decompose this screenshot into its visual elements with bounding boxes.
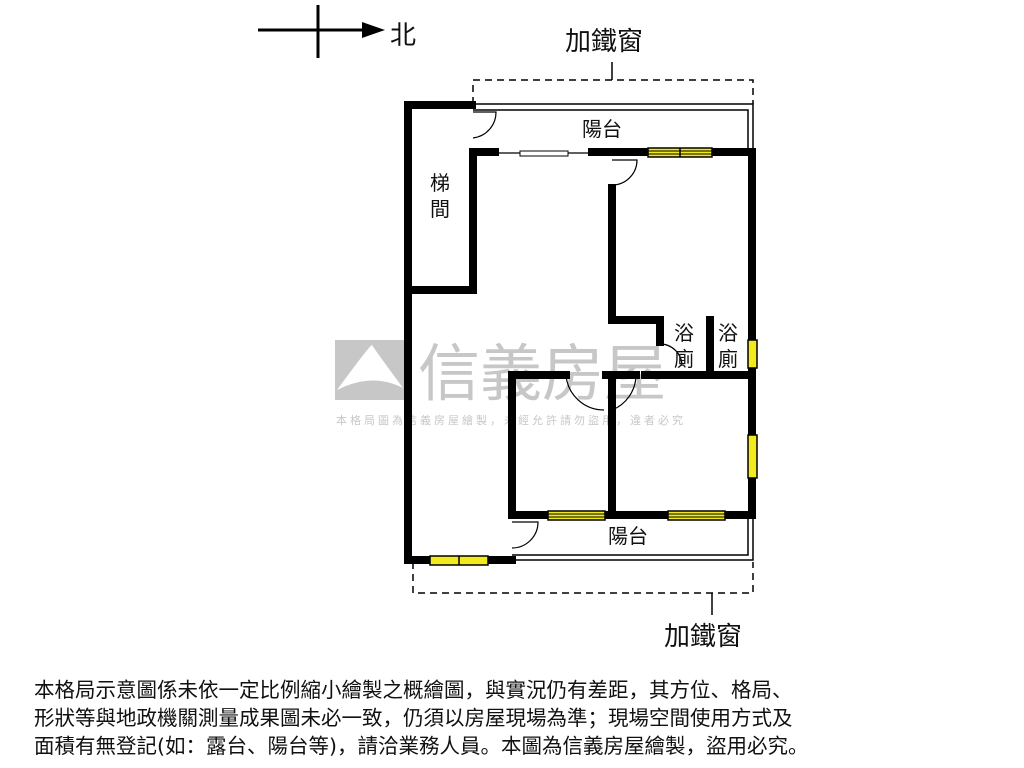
north-label: 北 — [390, 21, 416, 51]
disclaimer: 本格局示意圖係未依一定比例縮小繪製之概繪圖，與實況仍有差距，其方位、格局、 形狀… — [34, 676, 1014, 760]
compass: 北 — [258, 5, 416, 58]
balcony-label-top: 陽台 — [582, 117, 622, 141]
stairwell-label-1: 梯 — [430, 171, 450, 195]
disclaimer-line: 本格局示意圖係未依一定比例縮小繪製之概繪圖，與實況仍有差距，其方位、格局、 — [34, 678, 793, 702]
disclaimer-line: 形狀等與地政機關測量成果圖未必一致，仍須以房屋現場為準；現場空間使用方式及 — [34, 706, 793, 730]
arrow-right-icon — [362, 22, 385, 38]
iron-window-label-top: 加鐵窗 — [565, 27, 643, 57]
iron-window-label-bottom: 加鐵窗 — [664, 622, 742, 652]
bath1-label-2: 廁 — [674, 347, 694, 371]
disclaimer-line: 面積有無登記(如：露台、陽台等)，請洽業務人員。本圖為信義房屋繪製，盜用必究。 — [34, 734, 809, 758]
windows — [429, 147, 758, 566]
balcony-outline — [473, 103, 754, 561]
iron-window-outline — [412, 79, 754, 594]
bath1-label-1: 浴 — [674, 321, 694, 345]
balcony-label-bottom: 陽台 — [608, 524, 648, 548]
stairwell-label-2: 間 — [430, 197, 450, 221]
walls — [404, 101, 756, 564]
bath2-label-1: 浴 — [718, 321, 738, 345]
bath2-label-2: 廁 — [718, 347, 738, 371]
window-lines — [548, 150, 725, 518]
doors — [472, 111, 683, 549]
